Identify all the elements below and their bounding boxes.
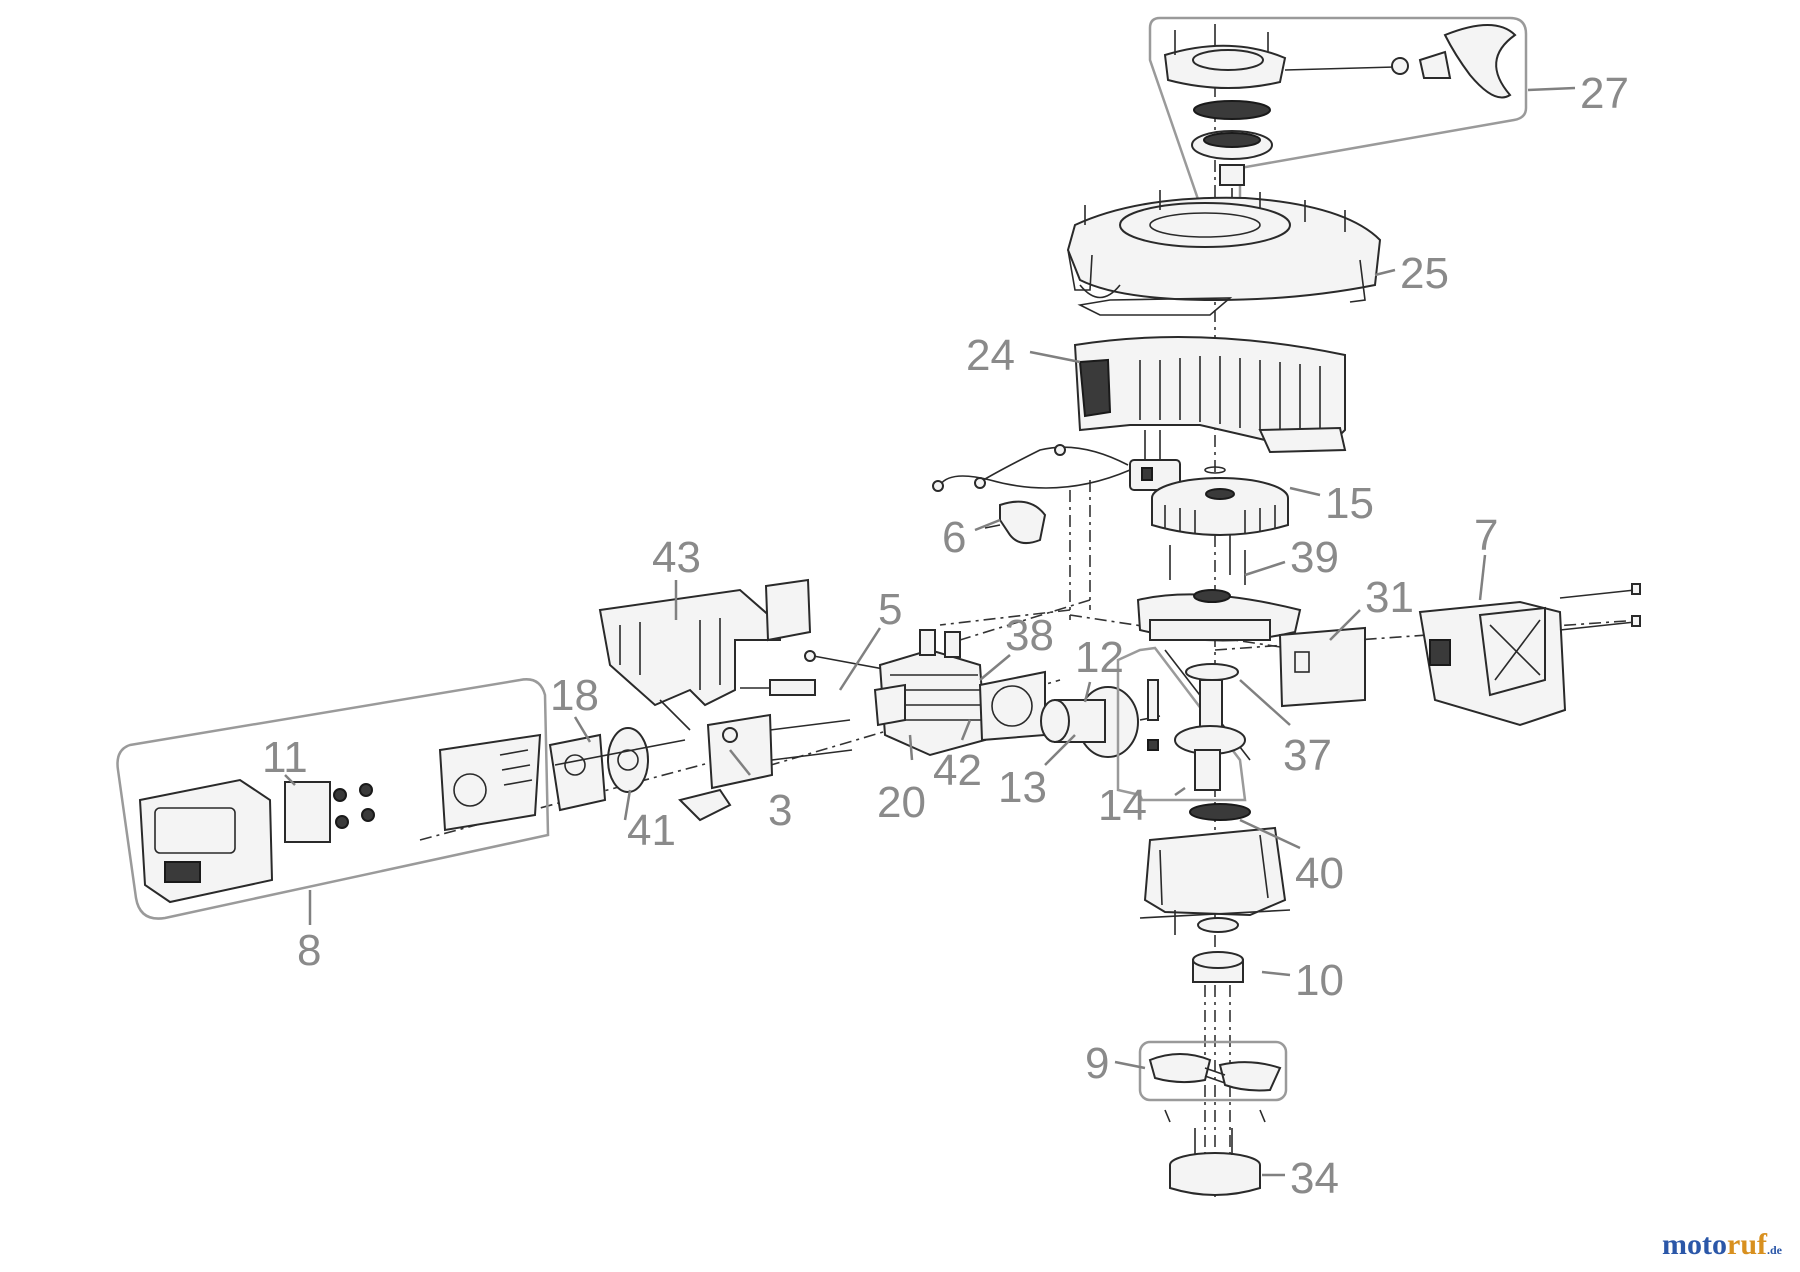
air-guide-cover [598,578,812,707]
air-filter-assembly [116,678,550,920]
part-number-34: 34 [1290,1154,1339,1203]
callout-leaders [284,86,1576,1177]
muffler-gasket [1278,626,1366,708]
part-number-labels: 27 25 24 15 6 39 43 5 38 12 31 7 18 11 4… [262,69,1629,1203]
part-number-31: 31 [1365,573,1414,622]
part-number-27: 27 [1580,69,1629,118]
part-number-43: 43 [652,533,701,582]
cylinder-gasket [978,670,1046,742]
part-number-25: 25 [1400,249,1449,298]
part-number-6: 6 [942,513,966,562]
crankcase-lower [1139,803,1291,935]
ignition-coil [932,430,1181,545]
part-number-12: 12 [1075,633,1124,682]
part-number-40: 40 [1295,849,1344,898]
cylinder [873,629,987,757]
muffler [1418,583,1641,727]
clutch-shoes [1138,1040,1288,1123]
spark-plug [740,650,901,696]
part-number-11: 11 [262,733,308,782]
motoruf-watermark: motoruf.de [1662,1228,1782,1262]
part-number-13: 13 [998,763,1047,812]
clutch-drum [1169,1128,1261,1196]
crankshaft-assembly [1116,646,1251,802]
part-number-38: 38 [1005,611,1054,660]
frame-27 [1148,16,1528,207]
part-number-37: 37 [1283,731,1332,780]
cylinder-shroud [1073,336,1347,454]
watermark-main-accent: ruf [1727,1228,1767,1261]
watermark-suffix: .de [1767,1243,1782,1257]
part-number-3: 3 [768,786,792,835]
clutch-hub [1192,917,1244,983]
recoil-starter-assembly [1148,16,1528,207]
part-number-39: 39 [1290,533,1339,582]
part-number-24: 24 [966,331,1015,380]
part-number-20: 20 [877,778,926,827]
piston [1040,686,1161,758]
part-number-42: 42 [933,746,982,795]
fan-housing [1066,190,1382,316]
part-number-5: 5 [878,585,902,634]
watermark-main: motoruf [1662,1228,1767,1261]
intake-insulator [659,699,853,822]
part-number-18: 18 [550,671,599,720]
part-number-9: 9 [1085,1039,1109,1088]
part-number-14: 14 [1098,781,1147,830]
part-number-8: 8 [297,926,321,975]
flywheel [1151,466,1289,536]
part-number-10: 10 [1295,956,1344,1005]
part-number-41: 41 [627,806,676,855]
part-number-15: 15 [1325,479,1374,528]
crankcase-plate [1136,535,1302,642]
part-number-7: 7 [1474,511,1498,560]
carburetor [548,727,686,812]
